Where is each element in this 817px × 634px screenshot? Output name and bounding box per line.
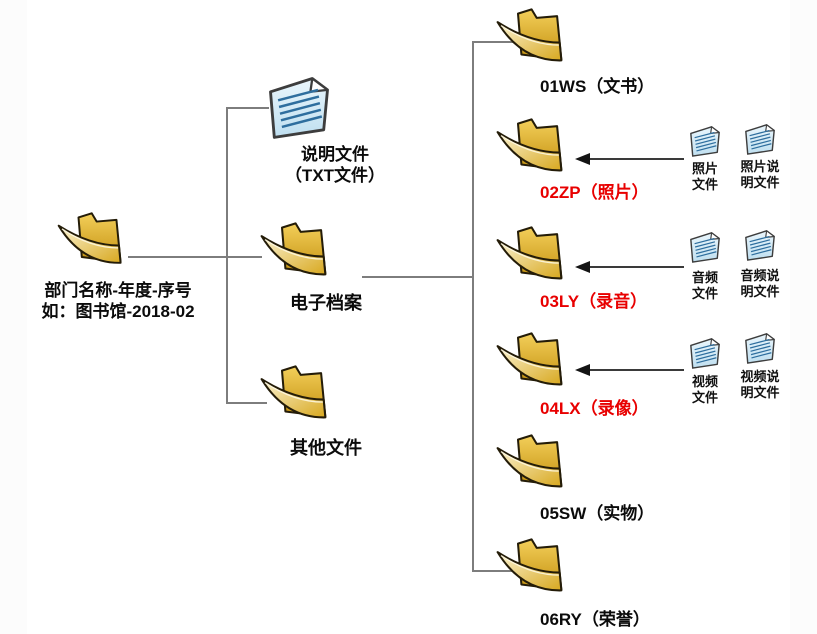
folder-icon <box>52 210 138 276</box>
connector-branch-01 <box>473 41 515 43</box>
doc-label-line: 文件 <box>691 390 718 405</box>
folder-label-02zp: 02ZP（照片） <box>540 183 649 202</box>
document-icon <box>741 122 779 156</box>
doc-label-line: 明文件 <box>740 175 780 190</box>
folder-label-06ry: 06RY（荣誉） <box>540 610 650 629</box>
doc-label-line: 音频 <box>691 270 718 285</box>
readme-doc-line1: 说明文件 <box>301 145 369 164</box>
arrow-line-audio <box>589 266 684 268</box>
folder-label-05sw: 05SW（实物） <box>540 504 655 523</box>
folder-label-01ws: 01WS（文书） <box>540 77 655 96</box>
arrow-line-photos <box>589 158 684 160</box>
doc-label-line: 照片说 <box>740 159 780 174</box>
connector-earchive-to-level3 <box>362 276 473 278</box>
doc-label-video-readme: 视频说 明文件 <box>732 369 788 401</box>
earchive-label: 电子档案 <box>290 293 362 313</box>
other-files-label: 其他文件 <box>290 438 362 458</box>
doc-label-line: 照片 <box>691 161 718 176</box>
connector-root-to-level2 <box>128 256 262 258</box>
connector-level3-vertical <box>472 41 474 572</box>
readme-doc-label: 说明文件 （TXT文件） <box>270 144 400 186</box>
arrow-line-video <box>589 369 684 371</box>
doc-label-line: 视频 <box>691 374 718 389</box>
root-example: 如：图书馆-2018-02 <box>41 302 195 321</box>
doc-label-audio-file: 音频 文件 <box>681 270 729 302</box>
folder-icon <box>490 432 580 500</box>
document-icon <box>686 230 724 264</box>
folder-icon <box>490 6 580 74</box>
document-icon <box>741 228 779 262</box>
connector-level2-vertical <box>226 107 228 404</box>
folder-label-04lx: 04LX（录像） <box>540 399 649 418</box>
folder-icon <box>254 363 344 431</box>
folder-icon <box>254 220 344 288</box>
folder-icon <box>490 116 580 184</box>
doc-label-photo-file: 照片 文件 <box>681 161 729 193</box>
folder-icon <box>490 330 580 398</box>
folder-icon <box>490 536 580 604</box>
arrow-head-icon <box>575 261 590 273</box>
doc-label-line: 音频说 <box>740 268 780 283</box>
connector-branch-readme <box>227 107 269 109</box>
arrow-head-icon <box>575 153 590 165</box>
arrow-head-icon <box>575 364 590 376</box>
readme-doc-line2: （TXT文件） <box>284 166 386 185</box>
root-name-rule: 部门名称-年度-序号 <box>44 281 192 300</box>
doc-label-line: 文件 <box>691 177 718 192</box>
doc-label-line: 明文件 <box>740 284 780 299</box>
folder-icon <box>490 224 580 292</box>
left-margin <box>0 0 27 634</box>
folder-label-03ly: 03LY（录音） <box>540 292 648 311</box>
document-icon <box>686 124 724 158</box>
document-icon <box>261 70 337 144</box>
connector-branch-other <box>227 402 267 404</box>
doc-label-line: 视频说 <box>740 369 780 384</box>
doc-label-line: 明文件 <box>740 385 780 400</box>
document-icon <box>686 336 724 370</box>
root-folder-label: 部门名称-年度-序号 如：图书馆-2018-02 <box>28 280 208 322</box>
connector-branch-06 <box>473 570 515 572</box>
doc-label-video-file: 视频 文件 <box>681 374 729 406</box>
doc-label-photo-readme: 照片说 明文件 <box>732 159 788 191</box>
doc-label-audio-readme: 音频说 明文件 <box>732 268 788 300</box>
document-icon <box>741 331 779 365</box>
doc-label-line: 文件 <box>691 286 718 301</box>
right-margin <box>790 0 817 634</box>
